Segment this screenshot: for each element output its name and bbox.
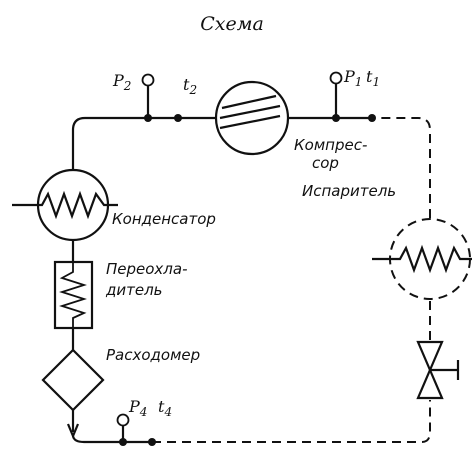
pressure-point-p2: [141, 73, 155, 122]
label-flowmeter: Расходомер: [106, 346, 200, 364]
label-subcooler-line1: Переохла-: [106, 260, 188, 278]
label-t1: t1: [366, 67, 380, 89]
pipe-bottom-solid: [71, 435, 152, 444]
subcooler: [53, 260, 94, 330]
label-p2: P2: [112, 71, 131, 93]
pipe-discharge: [71, 116, 216, 170]
expansion-valve: [416, 340, 460, 400]
label-subcooler-line2: дитель: [105, 281, 163, 299]
pipe-bottom-dashed: [152, 400, 431, 443]
label-t4: t4: [158, 397, 172, 419]
label-compressor-line1: Компрес-: [294, 136, 367, 154]
label-compressor-line2: сор: [312, 154, 339, 172]
temperature-point-t4: [148, 438, 156, 446]
compressor: [214, 80, 290, 156]
diagram-title: Схема: [200, 13, 264, 35]
pressure-point-p1: [329, 71, 343, 122]
label-evaporator: Испаритель: [302, 182, 396, 200]
temperature-point-t2: [174, 114, 182, 122]
label-condenser: Конденсатор: [112, 210, 216, 228]
pipe-evaporator-up: [372, 117, 431, 218]
temperature-point-t1: [368, 114, 376, 122]
label-t2: t2: [183, 75, 197, 97]
pressure-point-p4: [116, 413, 130, 446]
flowmeter: [41, 348, 105, 412]
label-p4: P4: [128, 397, 147, 419]
condenser: [12, 168, 118, 242]
label-p1: P1: [343, 67, 362, 89]
evaporator: [372, 218, 472, 300]
